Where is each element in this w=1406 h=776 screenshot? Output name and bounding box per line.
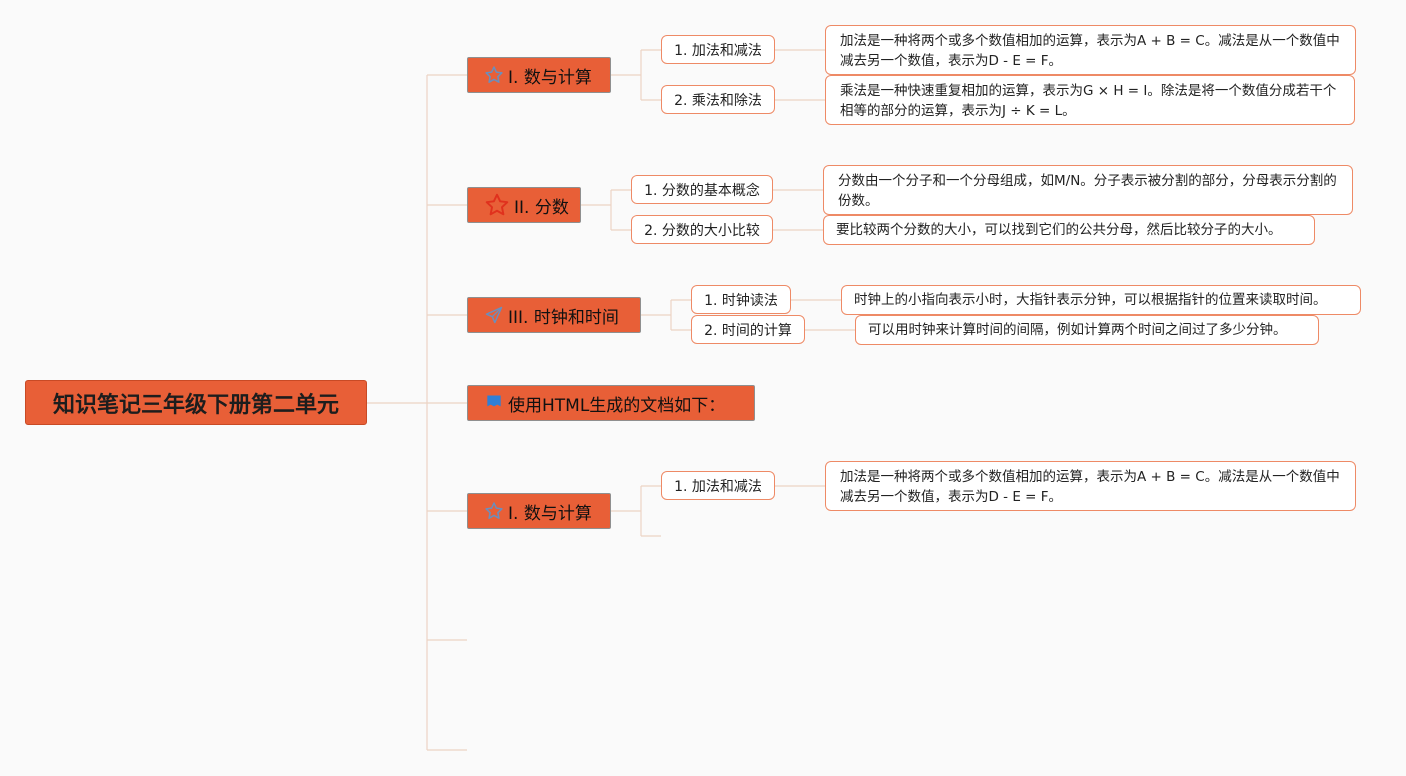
sub-clock-reading[interactable]: 1. 时钟读法 [691,285,791,314]
sub-fraction-compare[interactable]: 2. 分数的大小比较 [631,215,773,244]
branch-numbers-calc-repeat[interactable]: I. 数与计算 [467,493,611,529]
leaf-time-calc[interactable]: 可以用时钟来计算时间的间隔，例如计算两个时间之间过了多少分钟。 [855,315,1319,345]
rocket-icon [484,305,504,325]
branch-title: III. 时钟和时间 [508,307,619,328]
leaf-fraction-basics[interactable]: 分数由一个分子和一个分母组成，如M/N。分子表示被分割的部分，分母表示分割的份数… [823,165,1353,215]
branch-title: I. 数与计算 [508,67,592,88]
leaf-add-subtract-repeat[interactable]: 加法是一种将两个或多个数值相加的运算，表示为A + B = C。减法是从一个数值… [825,461,1356,511]
sub-multiply-divide[interactable]: 2. 乘法和除法 [661,85,775,114]
flag-icon [484,393,504,413]
leaf-clock-reading[interactable]: 时钟上的小指向表示小时，大指针表示分钟，可以根据指针的位置来读取时间。 [841,285,1361,315]
branch-fractions[interactable]: II. 分数 [467,187,581,223]
sub-time-calc[interactable]: 2. 时间的计算 [691,315,805,344]
star-outline-icon [484,65,504,85]
branch-clock-time[interactable]: III. 时钟和时间 [467,297,641,333]
branch-title: I. 数与计算 [508,503,592,524]
sub-add-subtract-repeat[interactable]: 1. 加法和减法 [661,471,775,500]
branch-title: 使用HTML生成的文档如下： [508,395,726,416]
sub-add-subtract[interactable]: 1. 加法和减法 [661,35,775,64]
leaf-multiply-divide[interactable]: 乘法是一种快速重复相加的运算，表示为G × H = I。除法是将一个数值分成若干… [825,75,1355,125]
leaf-fraction-compare[interactable]: 要比较两个分数的大小，可以找到它们的公共分母，然后比较分子的大小。 [823,215,1315,245]
branch-numbers-calc[interactable]: I. 数与计算 [467,57,611,93]
star-outline-icon [484,501,504,521]
sub-fraction-basics[interactable]: 1. 分数的基本概念 [631,175,773,204]
leaf-add-subtract[interactable]: 加法是一种将两个或多个数值相加的运算，表示为A + B = C。减法是从一个数值… [825,25,1356,75]
branch-title: II. 分数 [514,197,569,218]
root-topic[interactable]: 知识笔记三年级下册第二单元 [25,380,367,425]
branch-html-doc[interactable]: 使用HTML生成的文档如下： [467,385,755,421]
star-red-icon [484,192,510,218]
